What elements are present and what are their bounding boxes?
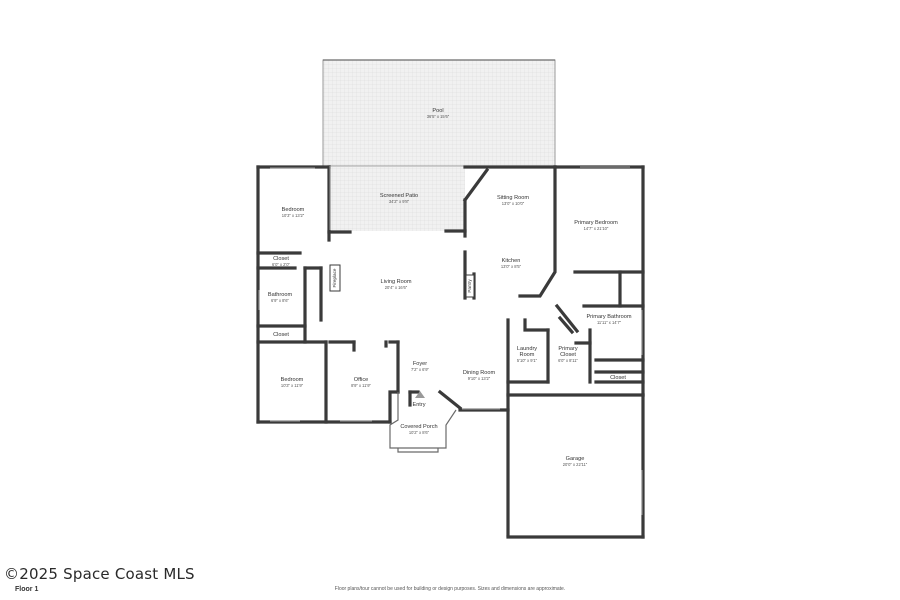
room-dims-living-room: 20'4" x 16'6" <box>385 285 408 290</box>
room-dims-bedroom-2: 10'3" x 11'9" <box>281 383 304 388</box>
entry-arrow-icon <box>415 391 425 398</box>
room-name-garage: Garage <box>566 456 585 462</box>
walls <box>256 165 645 539</box>
room-name-closet-1: Closet <box>273 256 289 262</box>
room-dims-laundry-room: 5'10" x 9'1" <box>517 358 538 363</box>
room-dims-pool: 36'5" x 15'6" <box>427 114 450 119</box>
room-name-kitchen: Kitchen <box>502 258 521 264</box>
room-name-primary-closet-1: Primary <box>558 346 577 352</box>
room-name-entry: Entry <box>412 402 425 408</box>
room-name-dining-room: Dining Room <box>463 370 496 376</box>
disclaimer-text: Floor plans/tour cannot be used for buil… <box>334 586 566 592</box>
room-name-sitting-room: Sitting Room <box>497 195 529 201</box>
room-dims-foyer: 7'2" x 6'9" <box>411 367 429 372</box>
fireplace-label: Fireplace <box>332 268 337 287</box>
room-name-living-room: Living Room <box>380 279 411 285</box>
room-dims-covered-porch: 10'2" x 8'6" <box>409 430 430 435</box>
room-dims-office: 8'9" x 11'9" <box>351 383 371 388</box>
room-name-primary-bedroom: Primary Bedroom <box>574 220 618 226</box>
room-name-primary-bathroom: Primary Bathroom <box>586 314 631 320</box>
room-dims-primary-closet: 6'0" x 8'11" <box>558 358 578 363</box>
room-name-office: Office <box>354 377 369 383</box>
room-name-pool: Pool <box>432 108 443 114</box>
room-dims-bathroom: 6'9" x 8'6" <box>271 298 289 303</box>
room-dims-closet-1: 6'0" x 2'0" <box>272 262 290 267</box>
pantry-label: Pantry <box>467 279 472 293</box>
screened-patio-area <box>329 167 465 231</box>
room-name-closet-2: Closet <box>273 332 289 338</box>
fireplace: Fireplace <box>329 264 341 292</box>
windows <box>258 166 643 515</box>
room-name-bedroom-2: Bedroom <box>281 377 304 383</box>
room-dims-bedroom-1: 10'3" x 13'2" <box>282 213 305 218</box>
room-name-bedroom-1: Bedroom <box>282 207 305 213</box>
room-dims-primary-bedroom: 14'7" x 21'10" <box>584 226 609 231</box>
pool-area <box>322 59 556 167</box>
room-dims-screened-patio: 34'2" x 9'8" <box>389 199 410 204</box>
room-labels: Pool 36'5" x 15'6" Screened Patio 34'2" … <box>268 108 632 467</box>
room-dims-garage: 20'0" x 22'11" <box>563 462 588 467</box>
room-name-screened-patio: Screened Patio <box>380 193 418 199</box>
room-dims-dining-room: 9'10" x 13'2" <box>468 376 491 381</box>
covered-porch-outline <box>389 392 457 453</box>
room-name-covered-porch: Covered Porch <box>400 424 437 430</box>
room-name-laundry-room-1: Laundry <box>517 346 537 352</box>
room-name-closet-3: Closet <box>610 375 626 381</box>
mls-watermark: ©2025 Space Coast MLS <box>4 565 195 583</box>
floor-label: Floor 1 <box>15 586 39 593</box>
room-name-primary-closet-2: Closet <box>560 352 576 358</box>
room-dims-primary-bathroom: 11'11" x 14'7" <box>597 320 622 325</box>
room-dims-kitchen: 13'0" x 8'5" <box>501 264 522 269</box>
room-dims-sitting-room: 13'0" x 10'0" <box>502 201 525 206</box>
room-name-laundry-room-2: Room <box>520 352 535 358</box>
pantry: Pantry <box>465 274 475 298</box>
room-name-foyer: Foyer <box>413 361 427 367</box>
room-name-bathroom: Bathroom <box>268 292 293 298</box>
